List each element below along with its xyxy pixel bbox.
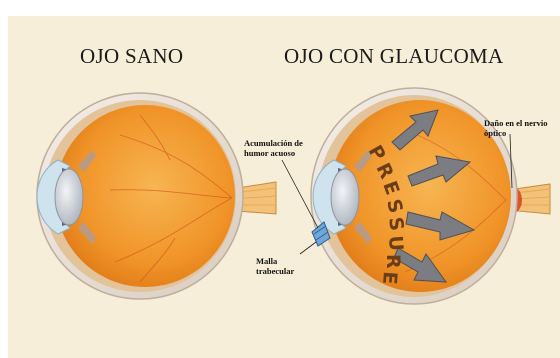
glaucoma-lens xyxy=(331,169,359,225)
aqueous-label-line1: Acumulación de xyxy=(244,138,303,148)
meshwork-label-line1: Malla xyxy=(256,256,294,266)
trabecular-meshwork-label: Malla trabecular xyxy=(256,256,294,276)
pressure-letter: U xyxy=(384,235,407,252)
meshwork-label-line2: trabecular xyxy=(256,266,294,276)
aqueous-label-line2: humor acuoso xyxy=(244,148,303,158)
aqueous-humor-label: Acumulación de humor acuoso xyxy=(244,138,303,158)
optic-nerve-label: Daño en el nervio óptico xyxy=(484,118,548,138)
optic-label-line2: óptico xyxy=(484,128,548,138)
healthy-eye xyxy=(37,93,276,299)
healthy-lens xyxy=(55,169,83,225)
pressure-letter: R xyxy=(382,254,404,269)
leader-meshwork xyxy=(300,242,316,254)
pressure-letter: E xyxy=(378,271,401,285)
optic-label-line1: Daño en el nervio xyxy=(484,118,548,128)
